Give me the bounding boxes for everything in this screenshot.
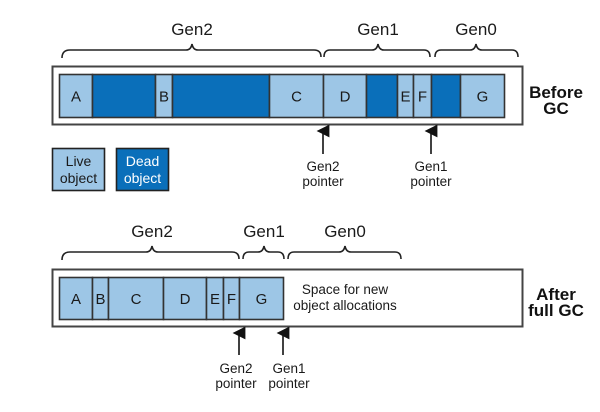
before-gen1-brace: Gen1 bbox=[323, 20, 431, 58]
after-cell-d bbox=[162, 276, 208, 321]
legend-live: Live object bbox=[51, 147, 106, 192]
before-gc-label-line2: GC bbox=[543, 99, 569, 118]
legend-dead-line1: Dead bbox=[126, 153, 159, 169]
after-gen1-pointer-line2: pointer bbox=[268, 376, 310, 391]
before-gen0-label: Gen0 bbox=[455, 20, 497, 39]
legend-dead-swatch bbox=[115, 147, 170, 192]
after-cell-a bbox=[58, 276, 94, 321]
before-cell-label-d: D bbox=[340, 89, 351, 106]
before-cell-label-b: B bbox=[159, 89, 169, 106]
free-space-line1: Space for new bbox=[302, 282, 389, 297]
before-cell-dead-6 bbox=[365, 73, 399, 119]
legend-live-line1: Live bbox=[66, 153, 92, 169]
before-gen2-pointer: Gen2 pointer bbox=[302, 124, 344, 189]
after-gen0-brace: Gen0 bbox=[287, 222, 402, 260]
free-space-area: Space for new object allocations bbox=[293, 282, 397, 313]
after-gen2-pointer: Gen2 pointer bbox=[215, 326, 257, 391]
before-cell-label-g: G bbox=[477, 89, 489, 106]
after-gen2-brace: Gen2 bbox=[61, 222, 240, 261]
after-cell-label-a: A bbox=[71, 291, 81, 308]
before-cell-dead-1 bbox=[91, 73, 157, 119]
before-cell-label-a: A bbox=[71, 89, 81, 106]
legend-dead-line2: object bbox=[124, 170, 161, 186]
before-gc-label-line1: Before bbox=[529, 83, 583, 102]
after-gen2-pointer-line2: pointer bbox=[215, 376, 257, 391]
legend-live-swatch bbox=[51, 147, 106, 192]
before-gen2-label: Gen2 bbox=[171, 20, 213, 39]
after-gen1-pointer-line1: Gen1 bbox=[272, 361, 305, 376]
before-cell-g bbox=[459, 73, 506, 119]
after-cell-label-d: D bbox=[180, 291, 191, 308]
legend-dead: Dead object bbox=[115, 147, 170, 192]
after-gc-label-line2: full GC bbox=[528, 301, 584, 320]
after-cell-g bbox=[238, 276, 285, 321]
before-gen2-brace: Gen2 bbox=[61, 20, 322, 59]
before-cell-dead-3 bbox=[171, 73, 271, 119]
after-gen2-label: Gen2 bbox=[131, 222, 173, 241]
after-gc-label-line1: After bbox=[536, 285, 576, 304]
after-gen1-brace: Gen1 bbox=[242, 222, 285, 260]
after-gen1-label: Gen1 bbox=[243, 222, 285, 241]
after-cell-label-f: F bbox=[227, 291, 236, 308]
free-space-line2: object allocations bbox=[293, 298, 397, 313]
after-cell-c bbox=[107, 276, 165, 321]
before-gen1-label: Gen1 bbox=[357, 20, 399, 39]
after-cell-label-e: E bbox=[210, 291, 220, 308]
before-gen1-pointer-line1: Gen1 bbox=[414, 159, 447, 174]
after-cell-label-g: G bbox=[256, 291, 268, 308]
before-gen1-pointer: Gen1 pointer bbox=[410, 124, 452, 189]
after-gen1-pointer: Gen1 pointer bbox=[268, 326, 310, 391]
before-cell-d bbox=[322, 73, 368, 119]
before-cell-dead-9 bbox=[430, 73, 462, 119]
before-cell-label-f: F bbox=[418, 89, 427, 106]
before-gen2-pointer-line1: Gen2 bbox=[306, 159, 339, 174]
before-cell-label-c: C bbox=[291, 89, 302, 106]
before-gen2-pointer-line2: pointer bbox=[302, 174, 344, 189]
before-cell-a bbox=[58, 73, 94, 119]
after-gen0-label: Gen0 bbox=[324, 222, 366, 241]
after-cell-label-b: B bbox=[95, 291, 105, 308]
before-gen0-brace: Gen0 bbox=[434, 20, 519, 58]
legend: Live object Dead object bbox=[51, 147, 170, 192]
before-cell-label-e: E bbox=[400, 89, 410, 106]
legend-live-line2: object bbox=[60, 170, 97, 186]
after-cell-label-c: C bbox=[131, 291, 142, 308]
before-gen1-pointer-line2: pointer bbox=[410, 174, 452, 189]
after-gen2-pointer-line1: Gen2 bbox=[219, 361, 252, 376]
